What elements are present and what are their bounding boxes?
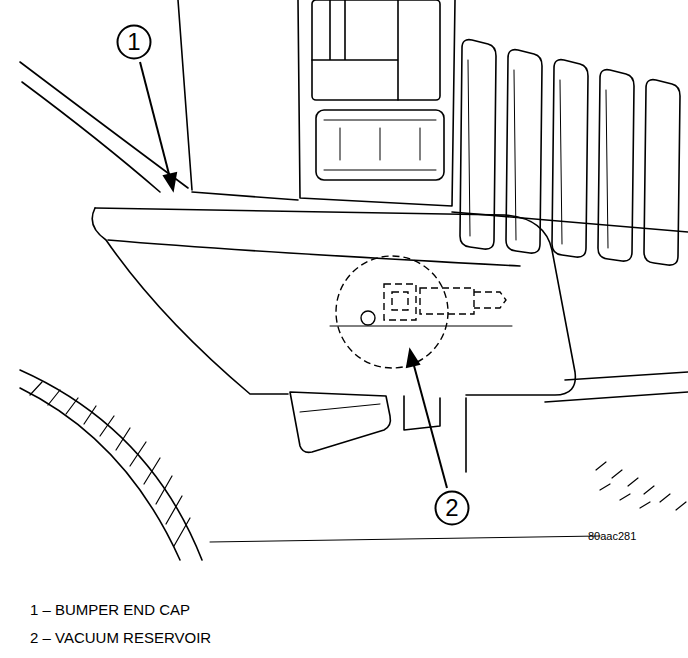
callout-number: 2 — [445, 496, 458, 520]
grille-slot-detail — [468, 60, 470, 236]
bumper-crease — [108, 240, 520, 266]
grille-slot — [552, 60, 588, 257]
callout-number: 1 — [127, 30, 140, 54]
callout-circle: 2 — [434, 490, 470, 526]
reservoir-outline — [336, 256, 448, 368]
reservoir-body — [384, 284, 416, 320]
bracket — [404, 396, 440, 430]
leader-line — [140, 62, 170, 178]
arrowhead — [407, 350, 419, 367]
reservoir-nipple — [474, 292, 506, 308]
drawing-code: 80aac281 — [588, 530, 636, 542]
bumper-end-cap-lower — [92, 208, 288, 394]
grille-slot — [644, 80, 680, 265]
grille-slot-detail — [514, 70, 516, 240]
callout-circle: 1 — [116, 24, 152, 60]
reservoir-tube — [420, 288, 474, 314]
headlamp — [312, 0, 440, 100]
fender-line — [22, 82, 160, 192]
callout-ring — [436, 492, 469, 525]
bumper-end-cap — [95, 208, 575, 395]
ground-line — [210, 536, 600, 542]
tow-hook-detail — [300, 404, 380, 412]
fender-edge — [178, 0, 192, 190]
grille-slot-detail — [560, 80, 562, 244]
grille-slot — [506, 50, 542, 253]
headlamp-housing — [298, 0, 455, 206]
body-line — [192, 192, 298, 200]
legend-entry: 2 – VACUUM RESERVOIR — [30, 630, 211, 647]
leader-line — [413, 362, 447, 488]
vehicle-outline — [20, 0, 688, 560]
tire-outline — [20, 370, 202, 560]
grille-slot — [460, 40, 496, 249]
frame-line — [545, 372, 688, 402]
leader-lines — [140, 62, 447, 488]
park-lamp-detail — [324, 120, 436, 170]
tow-hook-opening — [290, 392, 390, 452]
frame-line — [465, 398, 467, 472]
tire-tread — [30, 382, 190, 546]
reservoir-fitting — [392, 292, 408, 310]
tire-outline — [20, 388, 180, 560]
callout-ring — [118, 26, 151, 59]
arrowhead — [164, 173, 176, 190]
tire-tread — [596, 462, 686, 510]
headlamp-detail — [312, 0, 398, 100]
park-lamp — [316, 110, 444, 180]
grille-slot — [598, 70, 634, 261]
legend-entry: 1 – BUMPER END CAP — [30, 602, 190, 619]
bumper-line — [330, 326, 512, 327]
vacuum-reservoir — [336, 256, 506, 368]
mounting-hole — [361, 311, 375, 325]
hood-line — [20, 62, 188, 188]
